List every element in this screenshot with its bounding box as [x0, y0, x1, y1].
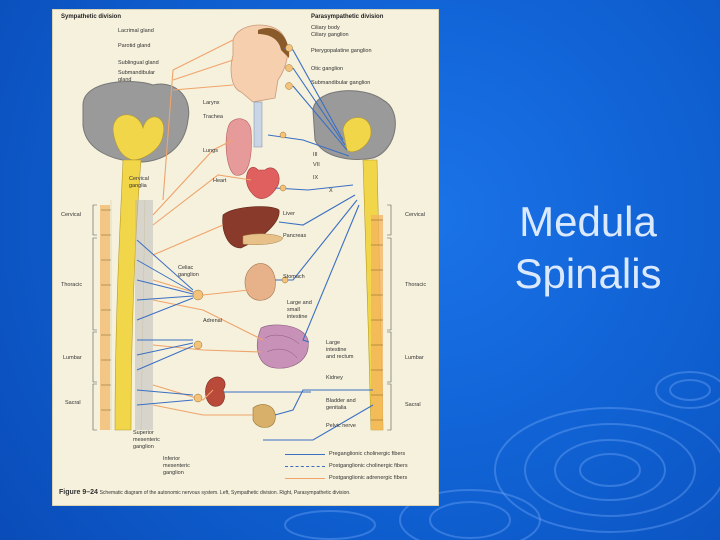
label-kidney: Kidney	[326, 375, 343, 381]
label-right-thoracic: Thoracic	[405, 282, 426, 288]
label-nerve-x: X	[329, 188, 333, 194]
bladder	[253, 404, 275, 427]
label-inferior-mesenteric-1: Inferior	[163, 456, 180, 462]
label-stomach: Stomach	[283, 274, 305, 280]
heart	[246, 167, 279, 198]
legend-label-postganglionic-adrenergic: Postganglionic adrenergic fibers	[329, 475, 407, 481]
label-trachea: Trachea	[203, 114, 223, 120]
label-otic-ganglion: Otic ganglion	[311, 66, 343, 72]
autonomic-nervous-system-figure: Sympathetic division Parasympathetic div…	[53, 10, 438, 505]
label-lacrimal-gland: Lacrimal gland	[118, 28, 154, 34]
figure-illustration	[53, 10, 438, 505]
label-sublingual-gland: Sublingual gland	[118, 60, 159, 66]
slide-title-line-1: Medula	[488, 196, 688, 248]
label-ciliary-body: Ciliary body	[311, 25, 340, 31]
label-left-thoracic: Thoracic	[61, 282, 82, 288]
label-pelvic-nerve: Pelvic nerve	[326, 423, 356, 429]
figure-caption-text: Schematic diagram of the autonomic nervo…	[100, 490, 351, 496]
label-parotid-gland: Parotid gland	[118, 43, 150, 49]
label-left-sacral: Sacral	[65, 400, 81, 406]
parasympathetic-division-header: Parasympathetic division	[311, 14, 383, 20]
legend-swatch-preganglionic	[285, 454, 325, 455]
legend-label-preganglionic: Preganglionic cholinergic fibers	[329, 451, 405, 457]
label-left-lumbar: Lumbar	[63, 355, 82, 361]
label-large-intestine-1: Large	[326, 340, 340, 346]
label-pterygopalatine-ganglion: Pterygopalatine ganglion	[311, 48, 372, 54]
label-adrenal: Adrenal	[203, 318, 222, 324]
lungs	[226, 119, 251, 176]
legend-swatch-postganglionic-adrenergic	[285, 478, 325, 479]
slide-title: Medula Spinalis	[488, 196, 688, 300]
legend-label-postganglionic-cholinergic: Postganglionic cholinergic fibers	[329, 463, 408, 469]
label-superior-mesenteric-2: mesenteric	[133, 437, 160, 443]
label-large-intestine-2: intestine	[326, 347, 347, 353]
stomach	[245, 263, 275, 300]
intestines	[257, 325, 308, 368]
slide-title-line-2: Spinalis	[488, 248, 688, 300]
figure-number: Figure 9–24	[59, 489, 98, 496]
label-celiac-1: Celiac	[178, 265, 193, 271]
label-ciliary-ganglion: Ciliary ganglion	[311, 32, 349, 38]
label-inferior-mesenteric-2: mesenteric	[163, 463, 190, 469]
label-liver: Liver	[283, 211, 295, 217]
label-right-sacral: Sacral	[405, 402, 421, 408]
label-nerve-ix: IX	[313, 175, 318, 181]
label-cervical-ganglia-2: ganglia	[129, 183, 147, 189]
label-lungs: Lungs	[203, 148, 218, 154]
sympathetic-division-header: Sympathetic division	[61, 14, 121, 20]
label-intestine-2: small	[287, 307, 300, 313]
label-nerve-vii: VII	[313, 162, 320, 168]
label-inferior-mesenteric-3: ganglion	[163, 470, 184, 476]
label-right-cervical: Cervical	[405, 212, 425, 218]
label-cervical-ganglia-1: Cervical	[129, 176, 149, 182]
label-submandibular-1: Submandibular	[118, 70, 155, 76]
label-left-cervical: Cervical	[61, 212, 81, 218]
label-bladder-1: Bladder and	[326, 398, 356, 404]
label-intestine-3: intestine	[287, 314, 308, 320]
trachea	[254, 102, 262, 147]
pancreas	[243, 234, 283, 245]
figure-caption: Figure 9–24 Schematic diagram of the aut…	[59, 489, 351, 496]
kidney	[206, 377, 226, 406]
label-submandibular-ganglion: Submandibular ganglion	[311, 80, 370, 86]
label-submandibular-2: gland	[118, 77, 131, 83]
label-bladder-2: genitalia	[326, 405, 347, 411]
label-right-lumbar: Lumbar	[405, 355, 424, 361]
label-celiac-2: ganglion	[178, 272, 199, 278]
label-superior-mesenteric-1: Superior	[133, 430, 154, 436]
label-intestine-1: Large and	[287, 300, 312, 306]
label-larynx: Larynx	[203, 100, 220, 106]
label-large-intestine-3: and rectum	[326, 354, 354, 360]
legend-swatch-postganglionic-cholinergic	[285, 466, 325, 467]
label-pancreas: Pancreas	[283, 233, 306, 239]
label-superior-mesenteric-3: ganglion	[133, 444, 154, 450]
label-nerve-iii: III	[313, 152, 318, 158]
label-heart: Heart	[213, 178, 226, 184]
